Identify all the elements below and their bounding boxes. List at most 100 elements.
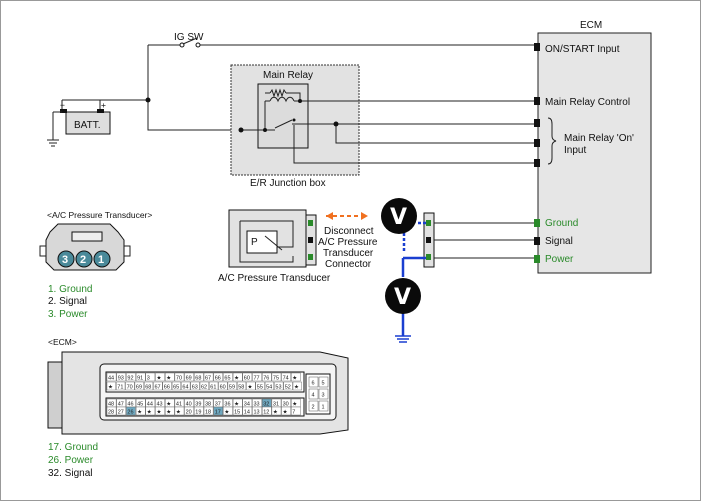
ecm-pin-label: 15 xyxy=(234,409,240,415)
ecm-pin-cell xyxy=(281,406,291,416)
ecm-pin xyxy=(534,119,540,127)
ecm-pin-cell xyxy=(134,381,144,391)
ecm-pin-cell xyxy=(155,372,165,382)
ecm-side-pin xyxy=(318,388,329,400)
ecm-pin-label: 13 xyxy=(254,409,260,415)
ecm-legend-signal: 32. Signal xyxy=(48,468,92,479)
ecm-pin-cell xyxy=(271,372,282,382)
ecm-pin-cell xyxy=(164,406,175,416)
battery-plus: + xyxy=(101,100,106,110)
ecm-pin-cell xyxy=(126,406,136,416)
ecm-side-pin xyxy=(308,388,319,400)
ecm-pin-label: 74 xyxy=(283,375,289,381)
ecm-pin-label: 14 xyxy=(244,409,250,415)
ecm-pin-cell xyxy=(135,406,146,416)
ecm-pin-cell xyxy=(145,406,156,416)
ecm-pin-label: ★ xyxy=(273,408,278,415)
power-wiring: IG SW BATT. − + xyxy=(47,32,534,147)
ecm-pin-power xyxy=(534,255,540,263)
ecm-pin-label: 36 xyxy=(224,401,230,407)
main-relay-label: Main Relay xyxy=(263,70,313,81)
ecm-pin-label: 20 xyxy=(186,409,192,415)
ecm-pin-label: 76 xyxy=(263,375,269,381)
ecm-pin-cell xyxy=(125,381,135,391)
ecm-pin-label: 40 xyxy=(186,401,192,407)
ecm-pin-label: 48 xyxy=(108,401,114,407)
ecm-pin-label: 54 xyxy=(266,384,272,390)
ecm-pin-label: 38 xyxy=(205,401,211,407)
ecm-legend-ground: 17. Ground xyxy=(48,442,98,453)
ecm-pin-label: ★ xyxy=(283,408,288,415)
ecm-pin-label: ★ xyxy=(224,408,229,415)
brace xyxy=(547,117,557,165)
voltmeter-icon xyxy=(381,198,417,234)
ecm-pin-label: 92 xyxy=(127,375,133,381)
ecm-pin-label: 3 xyxy=(147,375,150,381)
ecm-pin-cell xyxy=(274,381,284,391)
ecm-pin-label: 66 xyxy=(164,384,170,390)
ecm-side-pin-label: 3 xyxy=(322,393,325,399)
ecm-pin-signal xyxy=(534,237,540,245)
ecm-pin-cell xyxy=(184,372,194,382)
ecm-pin-label: 30 xyxy=(283,401,289,407)
ac-pin-3: 3 xyxy=(62,254,68,266)
ecm-pin-label: ★ xyxy=(292,400,297,407)
ecm-pin-cell xyxy=(213,372,223,382)
ecm-pin-cell xyxy=(164,372,175,382)
ecm-input-power: Power xyxy=(545,254,574,265)
ecm-side-pin-label: 1 xyxy=(322,405,325,411)
ecm-pin-cell xyxy=(292,381,302,391)
ac-pin-1: 1 xyxy=(98,254,104,266)
disconnect-line4: Connector xyxy=(325,259,372,270)
ecm-pin-label: 61 xyxy=(210,384,216,390)
ecm-pin-label: 44 xyxy=(147,401,153,407)
ecm-pin-label: ★ xyxy=(157,408,162,415)
ecm-pin-cell xyxy=(291,406,301,416)
ecm-pin-label: 55 xyxy=(257,384,263,390)
ac-legend-signal: 2. Signal xyxy=(48,296,87,307)
ecm-pin-cell xyxy=(199,381,209,391)
ecm-pin-cell xyxy=(246,381,256,391)
ecm-pin-cell xyxy=(232,406,243,416)
ecm-pin-label: 37 xyxy=(215,401,221,407)
ecm-pin-cell xyxy=(223,372,233,382)
ecm-input-on-start: ON/START Input xyxy=(545,44,620,55)
ecm-pin-cell xyxy=(283,381,293,391)
ecm-pin-cell xyxy=(271,406,282,416)
ecm-pin-label: ★ xyxy=(166,374,171,381)
ecm-pin-cell xyxy=(203,406,214,416)
ecm-pin-label: 45 xyxy=(137,401,143,407)
ac-legend-ground: 1. Ground xyxy=(48,284,92,295)
ecm-pin-label: 58 xyxy=(238,384,244,390)
ecm-pin-cell xyxy=(162,381,172,391)
ecm-side-pin-label: 4 xyxy=(312,393,315,399)
ecm-pin-cell xyxy=(116,381,126,391)
ecm-pin-label: 47 xyxy=(118,401,124,407)
ecm-pin-label: 53 xyxy=(275,384,281,390)
ecm-pin-label: 59 xyxy=(229,384,235,390)
ecm-pin-label: 71 xyxy=(117,384,123,390)
ecm-pin-label: ★ xyxy=(292,374,297,381)
battery-minus: − xyxy=(60,100,65,110)
ecm-input-main-relay-on: Main Relay 'On' xyxy=(564,133,634,144)
ecm-pin-label: 67 xyxy=(205,375,211,381)
ecm-pin-label: 70 xyxy=(176,375,182,381)
ecm-pin-label: ★ xyxy=(234,400,239,407)
ecm-pin-label: 64 xyxy=(182,384,188,390)
voltmeter-icon xyxy=(385,278,421,314)
relay-resistor xyxy=(269,88,287,98)
ecm-pin-cell xyxy=(153,381,163,391)
ecm-title: ECM xyxy=(580,20,602,31)
ecm-pin-cell xyxy=(281,372,291,382)
ecm-pin-label: 34 xyxy=(244,401,250,407)
ecm-pin-cell xyxy=(194,406,204,416)
ecm-pin-cell xyxy=(242,406,253,416)
ecm-pin-cell xyxy=(227,381,237,391)
ecm-pin-label: 27 xyxy=(118,409,124,415)
ecm-pin-label: ★ xyxy=(137,408,142,415)
ecm-pin-cell xyxy=(291,372,301,382)
ecm-pin-label: 63 xyxy=(192,384,198,390)
ecm-pin-label: 31 xyxy=(273,401,279,407)
ecm-pin-label: 93 xyxy=(118,375,124,381)
